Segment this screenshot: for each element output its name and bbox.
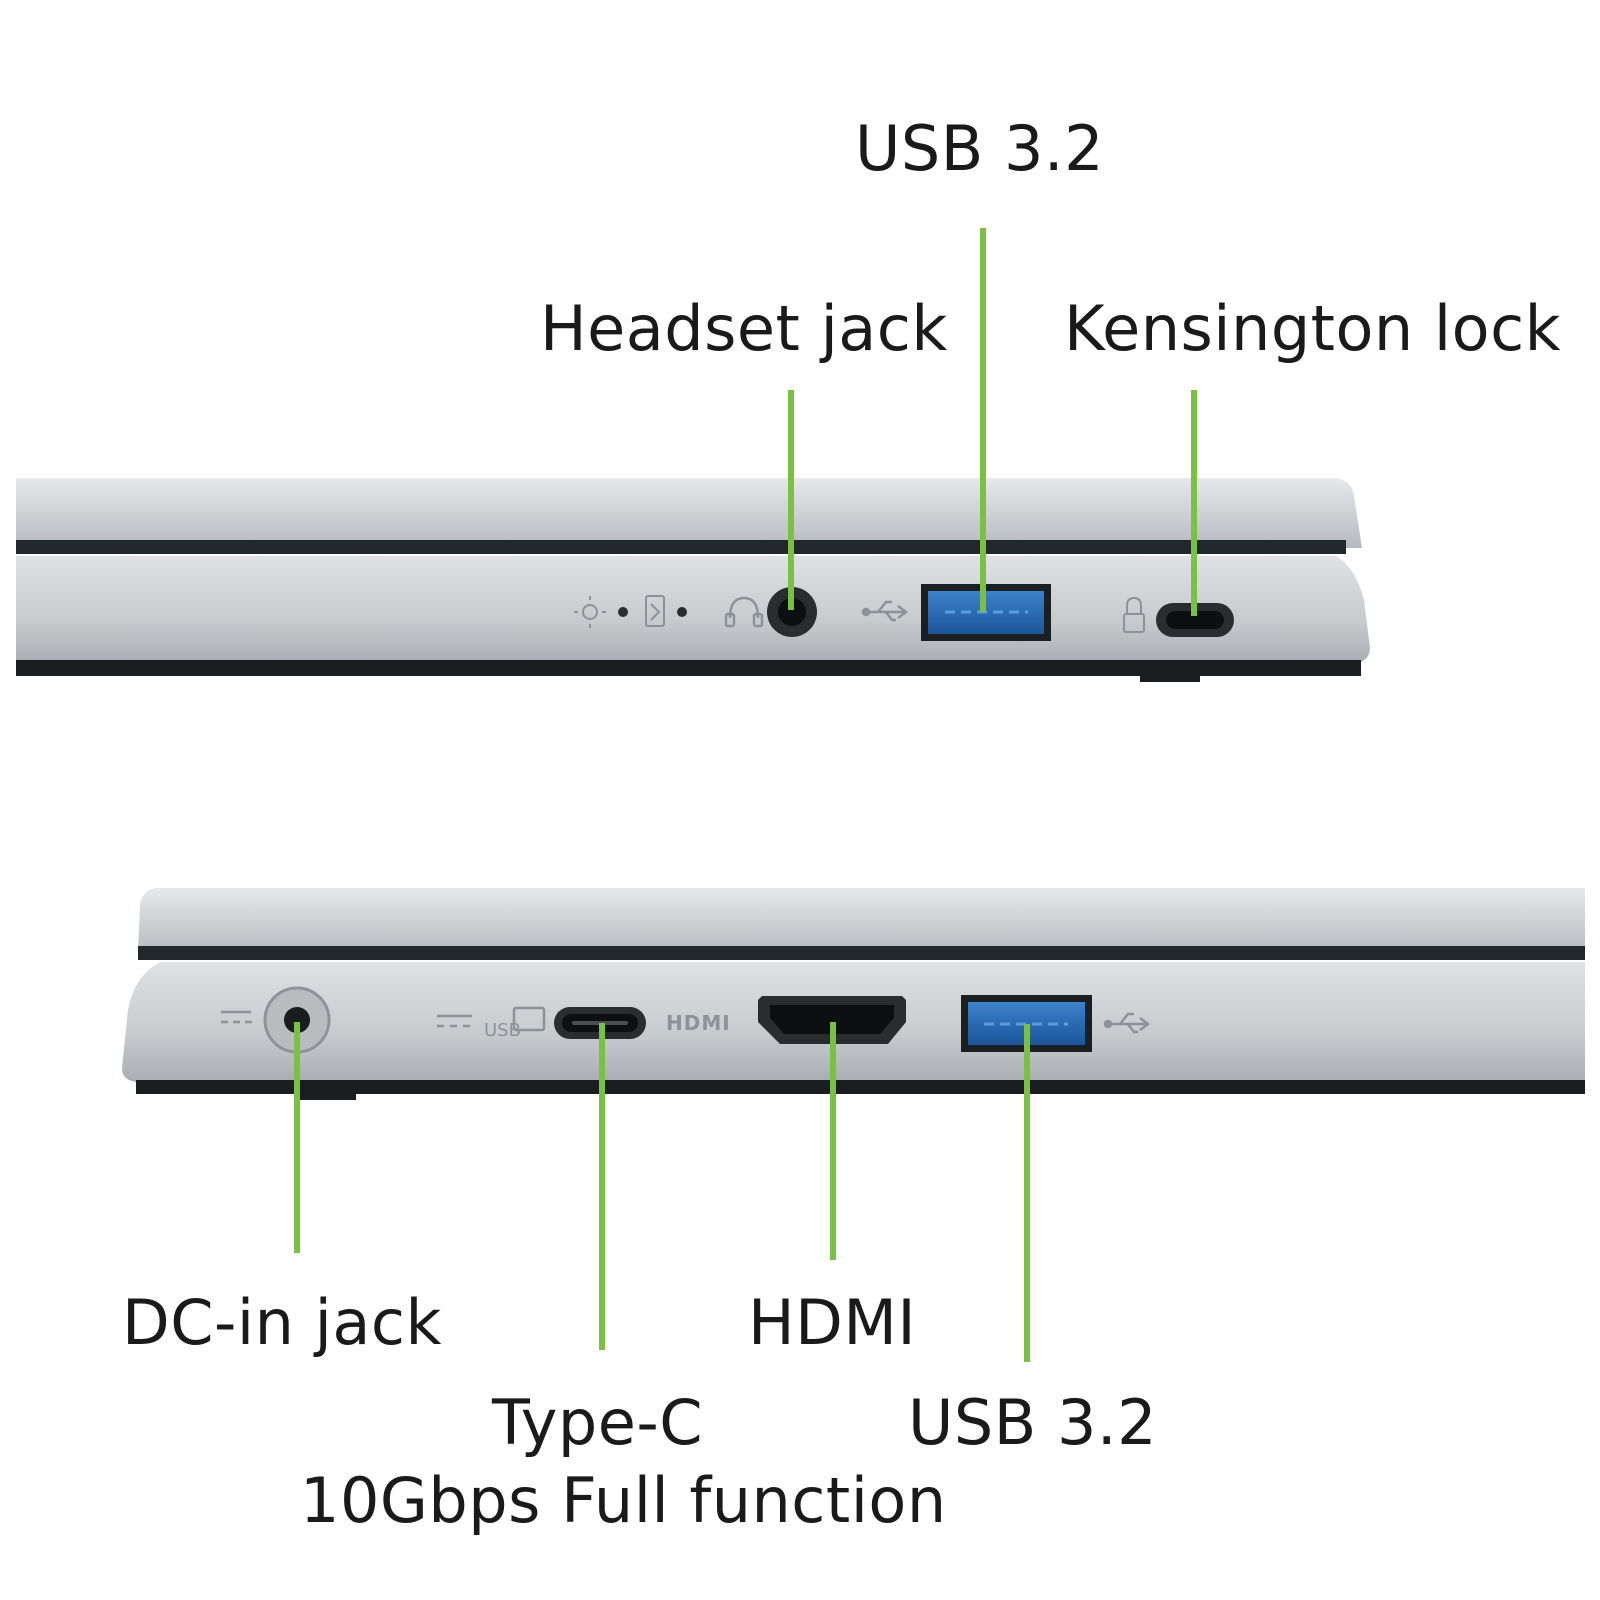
battery-led-icon xyxy=(645,595,665,627)
usb-icon xyxy=(861,600,909,622)
laptop-left-side: USB HDMI xyxy=(122,888,1585,1100)
lid-panel xyxy=(138,888,1585,954)
base-foot xyxy=(300,1094,356,1100)
svg-text:USB: USB xyxy=(484,1020,521,1041)
label-hdmi: HDMI xyxy=(748,1286,917,1359)
base-bottom-edge xyxy=(136,1080,1585,1094)
base-foot xyxy=(1140,676,1200,682)
battery-led xyxy=(677,607,687,617)
label-usb-top: USB 3.2 xyxy=(855,112,1105,185)
headset-jack-hole xyxy=(778,598,806,626)
base-bottom-edge xyxy=(16,660,1361,676)
dc-in-jack-hole xyxy=(284,1007,310,1033)
lid-bezel-line xyxy=(138,946,1585,960)
kensington-icon xyxy=(1123,596,1145,633)
svg-text:HDMI: HDMI xyxy=(666,1011,731,1035)
power-led-icon xyxy=(574,596,606,628)
lid-bezel-line xyxy=(16,540,1346,554)
dc-power-icon xyxy=(221,1010,252,1024)
hdmi-icon: HDMI xyxy=(666,1011,731,1035)
power-led xyxy=(618,607,628,617)
label-dc-in-jack: DC-in jack xyxy=(122,1286,442,1359)
kensington-lock-slot-inner xyxy=(1166,611,1224,629)
label-type-c-spec: 10Gbps Full function xyxy=(300,1464,947,1537)
headset-icon xyxy=(724,596,764,628)
usb-display-icon: USB xyxy=(437,1006,546,1041)
label-headset-jack: Headset jack xyxy=(540,292,948,365)
usb-icon xyxy=(1103,1012,1151,1034)
label-usb-bottom: USB 3.2 xyxy=(908,1386,1158,1459)
label-type-c: Type-C xyxy=(492,1386,704,1459)
lid-panel xyxy=(16,478,1362,548)
label-kensington-lock: Kensington lock xyxy=(1064,292,1562,365)
hdmi-port-inner xyxy=(770,1005,894,1034)
laptop-right-side xyxy=(16,478,1370,682)
